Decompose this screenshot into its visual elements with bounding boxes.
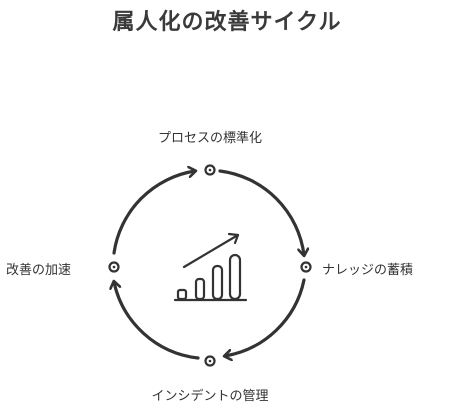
node-label-right: ナレッジの蓄積	[322, 263, 414, 278]
cycle-arrow-icon	[225, 278, 306, 356]
cycle-arrow-icon	[218, 169, 304, 255]
diagram-title: 属人化の改善サイクル	[112, 10, 342, 35]
node-dot-icon	[300, 261, 312, 273]
node-dot-icon	[204, 355, 216, 367]
node-dot-icon	[108, 261, 120, 273]
cycle-arrow-icon	[112, 171, 195, 255]
node-label-top: プロセスの標準化	[157, 131, 262, 146]
node-label-bottom: インシデントの管理	[151, 389, 269, 404]
node-label-left: 改善の加速	[6, 263, 72, 278]
cycle-arrow-icon	[114, 282, 200, 360]
node-dot-icon	[204, 164, 216, 176]
growth-bar-chart-icon	[173, 232, 248, 302]
